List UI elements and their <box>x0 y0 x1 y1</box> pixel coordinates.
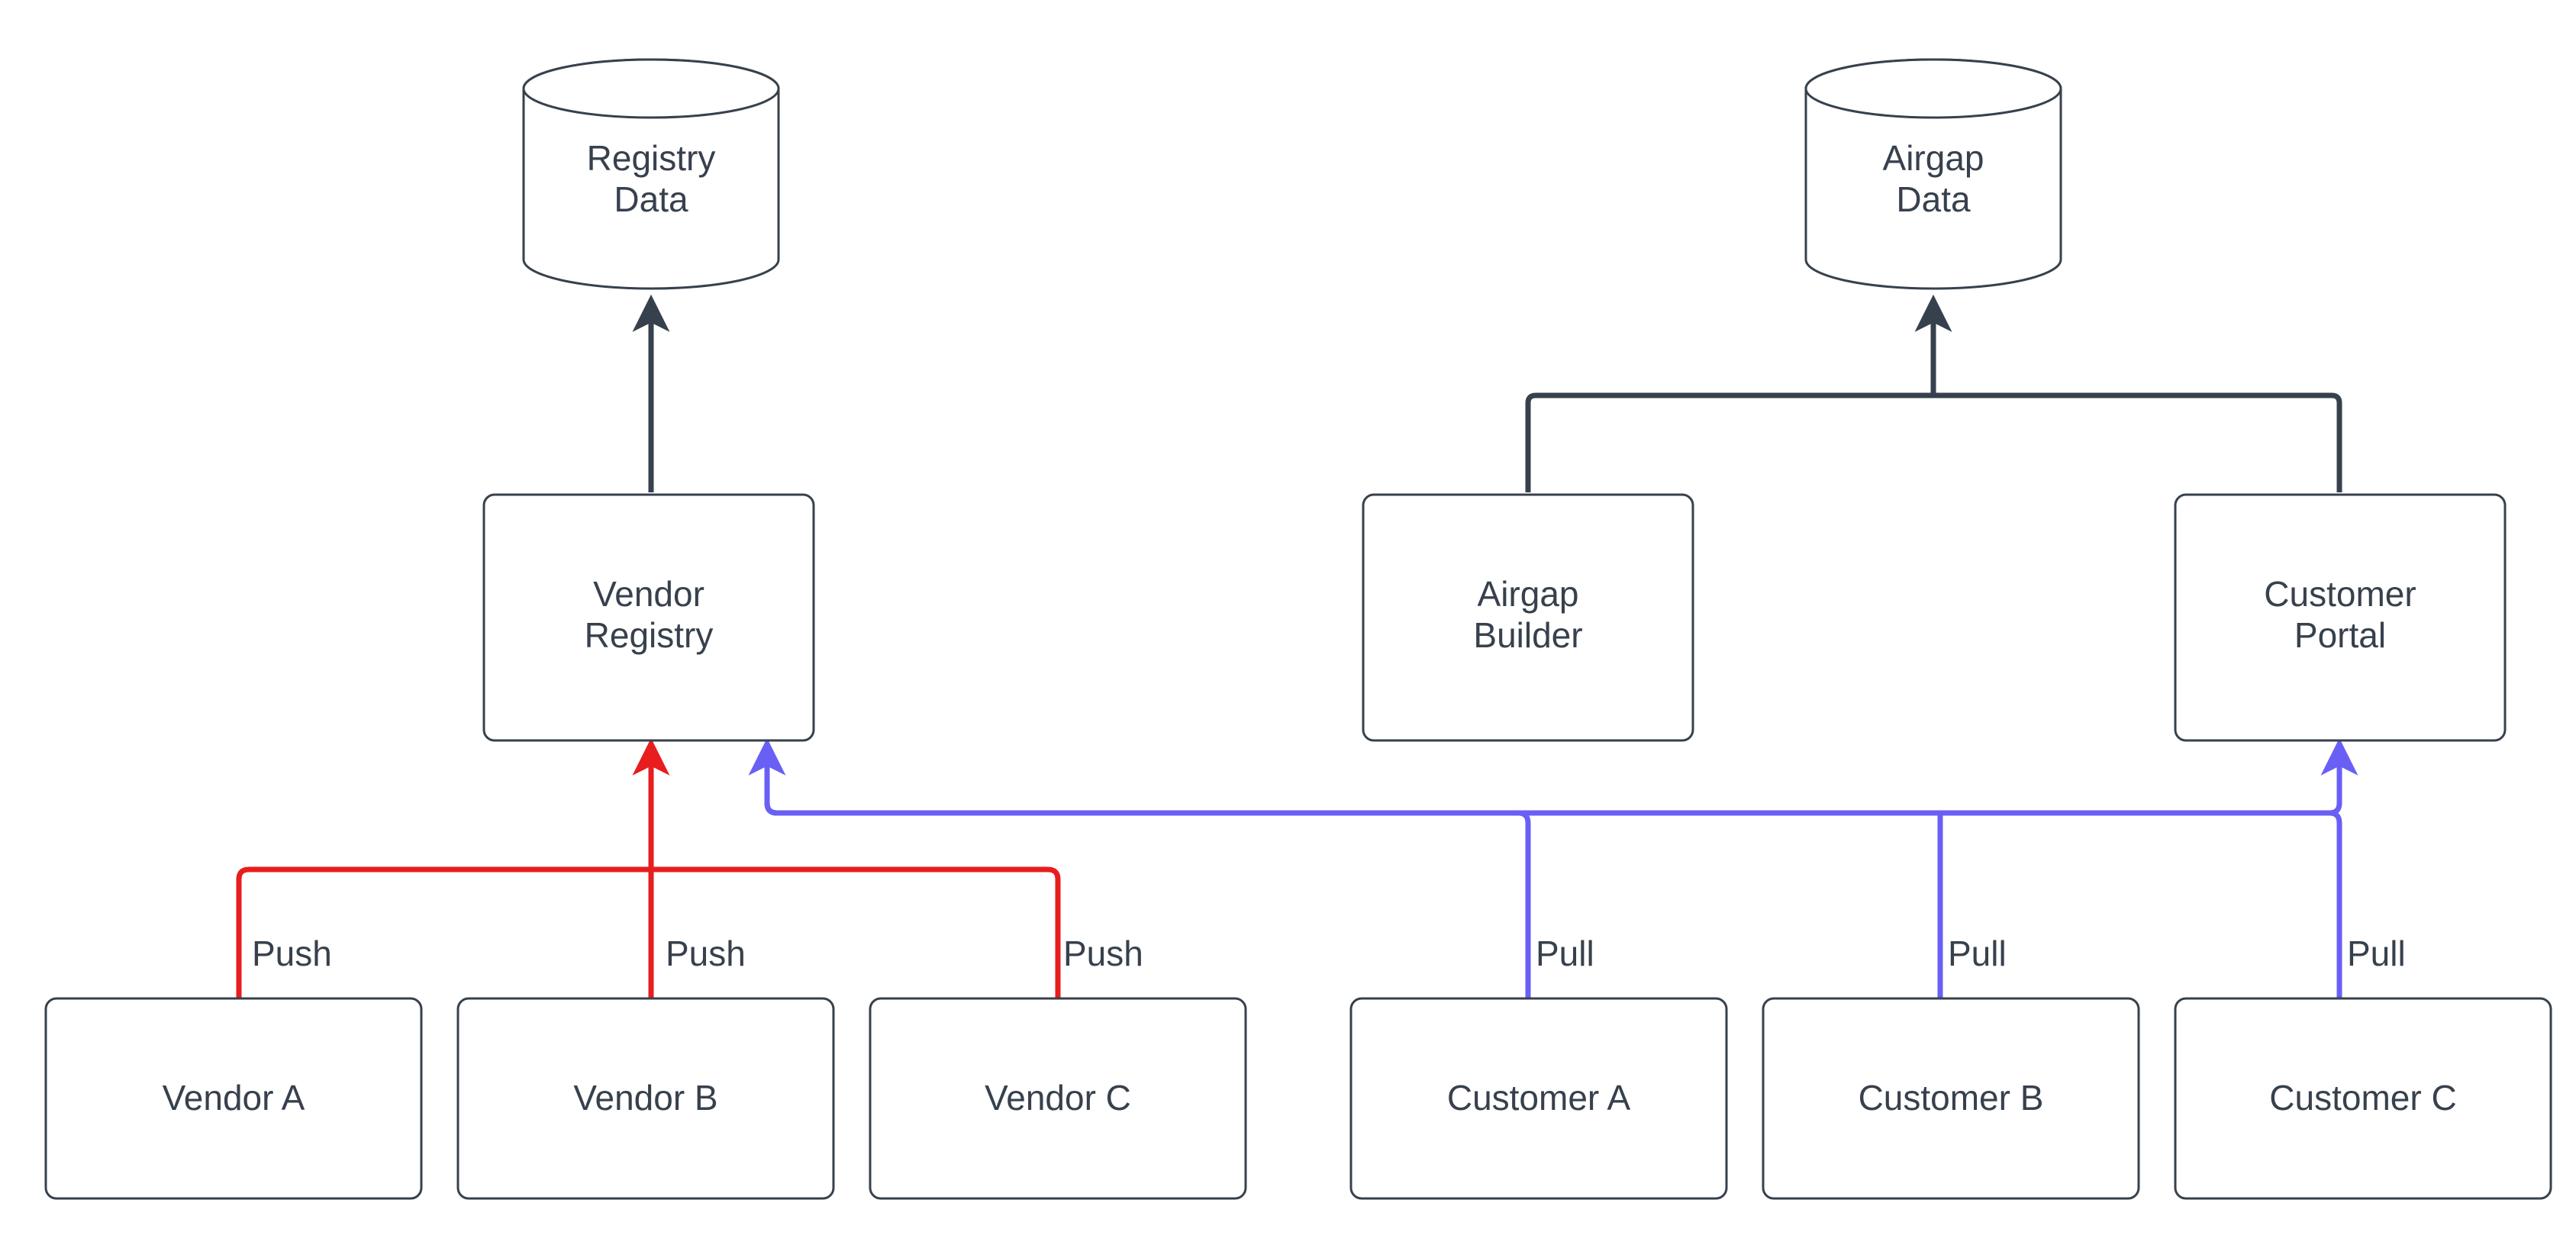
actor-vendor-c[interactable]: Vendor C <box>869 997 1247 1200</box>
actor-label: Vendor A <box>163 1078 305 1118</box>
actor-label: Vendor C <box>985 1078 1131 1118</box>
edge-label-customer-c-pull: Pull <box>2347 934 2406 973</box>
actor-customer-a[interactable]: Customer A <box>1349 997 1728 1200</box>
service-label-line2: Registry <box>585 615 714 655</box>
actor-label: Vendor B <box>573 1078 717 1118</box>
service-label-line2: Builder <box>1473 615 1582 655</box>
actor-label: Customer A <box>1447 1078 1631 1118</box>
datastore-airgap-data[interactable]: Airgap Data <box>1804 58 2062 290</box>
actor-box <box>1349 997 1728 1200</box>
service-box <box>1362 493 1694 742</box>
service-airgap-builder[interactable]: Airgap Builder <box>1362 493 1694 742</box>
cylinder-top-ellipse-icon <box>522 58 780 119</box>
edge-label-customer-a-pull: Pull <box>1536 934 1594 973</box>
service-box <box>2174 493 2507 742</box>
cylinder-top-ellipse-icon <box>1804 58 2062 119</box>
actor-box <box>2174 997 2552 1200</box>
edge-customer-a-pull <box>748 737 1531 1000</box>
edge-label-vendor-b-push: Push <box>666 934 746 973</box>
edge-label-customer-b-pull: Pull <box>1948 934 2007 973</box>
actor-customer-b[interactable]: Customer B <box>1762 997 2140 1200</box>
edge-labels-layer: Push Push Push Pull Pull Pull <box>252 934 2406 973</box>
edge-label-vendor-c-push: Push <box>1063 934 1143 973</box>
actor-vendor-a[interactable]: Vendor A <box>44 997 423 1200</box>
service-customer-portal[interactable]: Customer Portal <box>2174 493 2507 742</box>
service-label-line1: Airgap <box>1478 574 1579 614</box>
datastore-label-line2: Data <box>614 179 688 219</box>
service-vendor-registry[interactable]: Vendor Registry <box>482 493 815 742</box>
actor-label: Customer B <box>1859 1078 2044 1118</box>
edge-customer-portal-to-airgap-data <box>1930 301 2342 492</box>
service-label-line1: Customer <box>2264 574 2416 614</box>
edge-airgap-builder-to-airgap-data <box>1525 294 1952 492</box>
edges-layer <box>236 294 2358 1000</box>
datastore-label-line1: Registry <box>587 138 716 178</box>
datastore-registry-data[interactable]: Registry Data <box>522 58 780 290</box>
actor-box <box>1762 997 2140 1200</box>
actor-box <box>456 997 835 1200</box>
service-label-line2: Portal <box>2294 615 2386 655</box>
edge-vendor-a-push <box>236 744 654 1000</box>
actor-box <box>869 997 1247 1200</box>
datastore-label-line2: Data <box>1896 179 1971 219</box>
actor-vendor-b[interactable]: Vendor B <box>456 997 835 1200</box>
edge-vendor-c-push <box>648 744 1061 1000</box>
edge-label-vendor-a-push: Push <box>252 934 332 973</box>
actor-box <box>44 997 423 1200</box>
actor-customer-c[interactable]: Customer C <box>2174 997 2552 1200</box>
datastore-label-line1: Airgap <box>1883 138 1984 178</box>
edge-pull-bus-to-customer-portal <box>1940 737 2358 816</box>
actor-label: Customer C <box>2269 1078 2456 1118</box>
service-box <box>482 493 815 742</box>
service-label-line1: Vendor <box>593 574 704 614</box>
